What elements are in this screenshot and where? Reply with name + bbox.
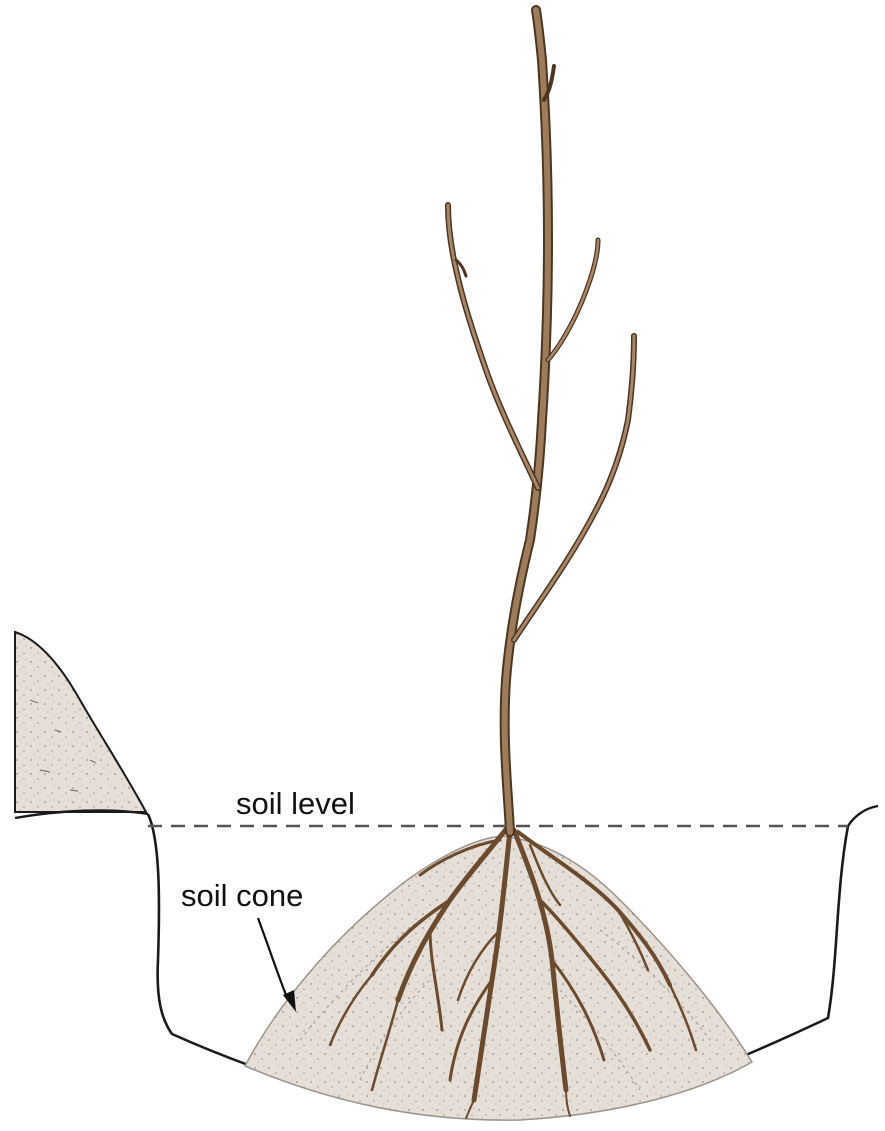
tree-trunk [448,10,634,832]
soil-cone-arrow [258,918,296,1012]
soil-level-label: soil level [236,786,355,821]
soil-cone-label: soil cone [181,878,303,913]
soil-cone-mound [245,836,752,1120]
soil-pile-left [15,632,146,812]
